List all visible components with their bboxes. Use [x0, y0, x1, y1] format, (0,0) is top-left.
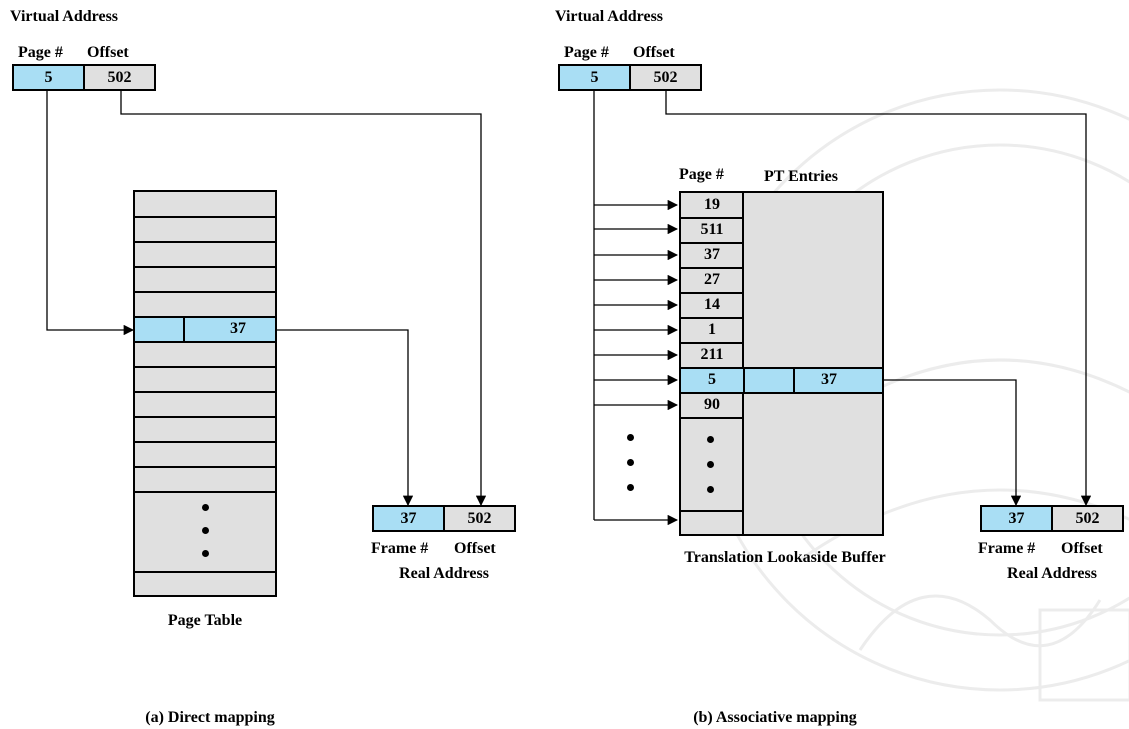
- real-offset: 502: [443, 505, 516, 532]
- real-address-title: Real Address: [1007, 565, 1097, 582]
- virtual-page-number: 5: [558, 64, 631, 91]
- tlb-page-entry: 1: [708, 321, 716, 338]
- ellipsis-dot: [707, 461, 714, 468]
- offset-label: Offset: [633, 44, 675, 61]
- tlb-entries-column-label: PT Entries: [764, 168, 838, 185]
- virtual-address-title: Virtual Address: [10, 8, 119, 25]
- tlb-page-entry: 27: [704, 271, 720, 288]
- tlb-page-column-label: Page #: [679, 166, 724, 183]
- page-number-label: Page #: [18, 44, 63, 61]
- virtual-offset: 502: [83, 64, 156, 91]
- tlb-page-entry: 37: [704, 246, 720, 263]
- frame-number-label: Frame #: [978, 540, 1036, 557]
- tlb-page-entry: 211: [700, 346, 724, 363]
- ellipsis-dot: [707, 436, 714, 443]
- frame-number-label: Frame #: [371, 540, 429, 557]
- ellipsis-dot: [202, 550, 209, 557]
- page-index-arrow: [46, 91, 135, 336]
- tlb-page-entry: 14: [704, 296, 720, 313]
- translation-lookaside-buffer: 37 19 511 37 27 14 1 211 5 90: [679, 191, 884, 536]
- ellipsis-dot: [627, 459, 634, 466]
- ellipsis-dot: [202, 504, 209, 511]
- offset-label: Offset: [87, 44, 129, 61]
- real-frame-number: 37: [372, 505, 445, 532]
- frame-arrow: [276, 329, 414, 507]
- page-table-frame-number: 37: [230, 320, 246, 337]
- real-offset: 502: [1051, 505, 1124, 532]
- tlb-page-entry: 19: [704, 196, 720, 213]
- tlb-page-entry: 511: [700, 221, 724, 238]
- caption-associative-mapping: (b) Associative mapping: [693, 709, 857, 726]
- ellipsis-dot: [707, 486, 714, 493]
- real-offset-label: Offset: [1061, 540, 1103, 557]
- tlb-page-entry: 90: [704, 396, 720, 413]
- ellipsis-dot: [627, 484, 634, 491]
- virtual-offset: 502: [629, 64, 702, 91]
- assoc-frame-arrow: [883, 379, 1022, 507]
- tlb-frame-number: 37: [821, 371, 837, 388]
- tlb-page-entry-match: 5: [708, 371, 716, 388]
- virtual-address-title: Virtual Address: [555, 8, 664, 25]
- tlb-caption: Translation Lookaside Buffer: [684, 549, 886, 566]
- real-frame-number: 37: [980, 505, 1053, 532]
- page-table: 37: [133, 190, 277, 597]
- real-offset-label: Offset: [454, 540, 496, 557]
- ellipsis-dot: [627, 434, 634, 441]
- tlb-grid: [681, 193, 882, 534]
- caption-direct-mapping: (a) Direct mapping: [145, 709, 275, 726]
- assoc-offset-arrow: [665, 91, 1092, 507]
- ellipsis-dot: [202, 527, 209, 534]
- page-number-label: Page #: [564, 44, 609, 61]
- page-table-caption: Page Table: [167, 612, 243, 629]
- page-table-rows: [135, 216, 275, 573]
- offset-arrow: [120, 91, 487, 507]
- page-table-match-row: 37: [135, 318, 275, 341]
- tlb-match-row: [681, 369, 882, 392]
- virtual-page-number: 5: [12, 64, 85, 91]
- real-address-title: Real Address: [399, 565, 489, 582]
